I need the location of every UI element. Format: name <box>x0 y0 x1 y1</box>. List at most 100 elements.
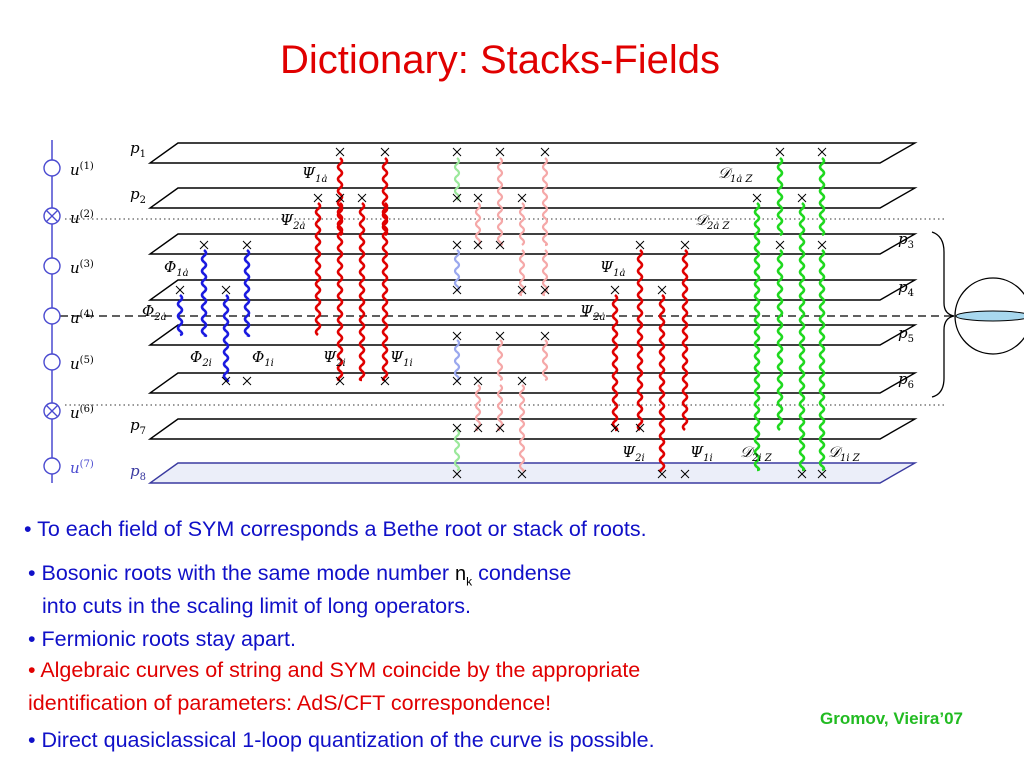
cross-marker-icon <box>452 423 462 433</box>
root-stack-wave <box>474 202 482 246</box>
cross-marker-icon <box>517 469 527 479</box>
cross-marker-icon <box>473 193 483 203</box>
root-stack-wave <box>474 384 482 432</box>
root-stack-wave <box>658 293 666 473</box>
cross-marker-icon <box>380 376 390 386</box>
chain-label: u(1) <box>70 161 94 179</box>
field-label: Ψ2ȧ <box>580 302 606 323</box>
cross-marker-icon <box>473 376 483 386</box>
root-markers <box>175 147 827 479</box>
root-stack-wave <box>314 201 322 337</box>
plane <box>147 372 918 394</box>
root-stack-wave <box>541 339 549 382</box>
cross-marker-icon <box>610 285 620 295</box>
cross-marker-icon <box>313 193 323 203</box>
cross-marker-icon <box>680 469 690 479</box>
cross-marker-icon <box>610 423 620 433</box>
plane-label: p7 <box>130 416 146 437</box>
root-stack-wave <box>818 156 826 237</box>
cross-marker-icon <box>242 376 252 386</box>
cross-marker-icon <box>357 193 367 203</box>
plane-label: p4 <box>898 278 914 299</box>
cross-marker-icon <box>473 423 483 433</box>
cross-marker-icon <box>452 193 462 203</box>
plane <box>147 324 918 346</box>
chain-label: u(6) <box>70 404 94 422</box>
cross-marker-icon <box>452 285 462 295</box>
root-stack-wave <box>453 249 461 292</box>
cross-marker-icon <box>175 285 185 295</box>
root-stack-wave <box>496 157 504 247</box>
cross-marker-icon <box>452 469 462 479</box>
plane <box>147 142 918 164</box>
cross-marker-icon <box>540 331 550 341</box>
citation: Gromov, Vieira’07 <box>820 709 963 728</box>
bracket-icon <box>931 231 955 398</box>
field-label: Φ2ȧ <box>142 302 167 323</box>
plane-label: p2 <box>130 185 146 206</box>
field-label: Φ2i <box>190 348 212 369</box>
root-stack-wave <box>176 293 184 337</box>
field-label: Φ1i <box>252 348 274 369</box>
root-stack-wave <box>518 202 526 246</box>
cross-marker-icon <box>752 193 762 203</box>
plane <box>147 279 918 301</box>
root-stack-wave <box>518 384 526 472</box>
root-stack-wave <box>776 248 784 432</box>
node-icon <box>43 257 61 275</box>
field-label: Ψ1ȧ <box>600 258 626 279</box>
plane-label: p5 <box>898 324 914 345</box>
chain-label: u(5) <box>70 355 94 373</box>
bullet-1: • To each field of SYM corresponds a Bet… <box>24 517 647 541</box>
bullet-5: • Direct quasiclassical 1-loop quantizat… <box>28 728 655 752</box>
plane <box>147 462 918 484</box>
root-stack-wave <box>200 248 208 338</box>
chain-label: u(3) <box>70 259 94 277</box>
chain-label: u(7) <box>70 459 94 477</box>
cross-marker-icon <box>657 469 667 479</box>
bullet-4: • Algebraic curves of string and SYM coi… <box>28 658 641 682</box>
root-stack-wave <box>243 248 251 338</box>
cross-marker-icon <box>495 240 505 250</box>
root-stack-wave <box>818 248 826 472</box>
field-label: Φ1ȧ <box>164 258 189 279</box>
root-stack-wave <box>636 248 644 432</box>
root-stack-wave <box>453 339 461 382</box>
field-label: 𝒟1ȧ Z <box>718 164 753 185</box>
plane <box>147 233 918 255</box>
cross-marker-icon <box>517 285 527 295</box>
cross-marker-icon <box>797 193 807 203</box>
plane <box>147 187 918 209</box>
cross-marker-icon <box>335 193 345 203</box>
cross-marker-icon <box>817 240 827 250</box>
plane-label: p3 <box>898 230 914 251</box>
node-icon <box>43 457 61 475</box>
plane-label: p1 <box>130 139 146 160</box>
cross-marker-icon <box>817 147 827 157</box>
cross-marker-icon <box>380 147 390 157</box>
cross-marker-icon <box>517 376 527 386</box>
node-icon <box>43 353 61 371</box>
bullet-3: • Fermionic roots stay apart. <box>28 627 297 651</box>
field-label: 𝒟2i Z <box>740 443 773 464</box>
root-stack-wave <box>541 157 549 247</box>
cross-marker-icon <box>221 376 231 386</box>
root-stack-wave <box>541 249 549 297</box>
cross-marker-icon <box>452 240 462 250</box>
chain-label: u(2) <box>70 209 94 227</box>
field-label: Ψ2i <box>622 443 645 464</box>
root-stack-wave <box>453 157 461 201</box>
cross-marker-icon <box>775 240 785 250</box>
cross-marker-icon <box>452 331 462 341</box>
root-stack-wave <box>453 429 461 472</box>
cross-marker-icon <box>495 331 505 341</box>
bullet-2: • Bosonic roots with the same mode numbe… <box>28 561 572 589</box>
root-stack-wave <box>611 293 619 432</box>
field-label: 𝒟1i Z <box>828 443 861 464</box>
cross-marker-icon <box>452 376 462 386</box>
field-label: Ψ2i <box>323 348 346 369</box>
cross-marker-icon <box>817 469 827 479</box>
bullet-2-continuation: into cuts in the scaling limit of long o… <box>42 594 472 618</box>
field-label: Ψ1ȧ <box>302 164 328 185</box>
